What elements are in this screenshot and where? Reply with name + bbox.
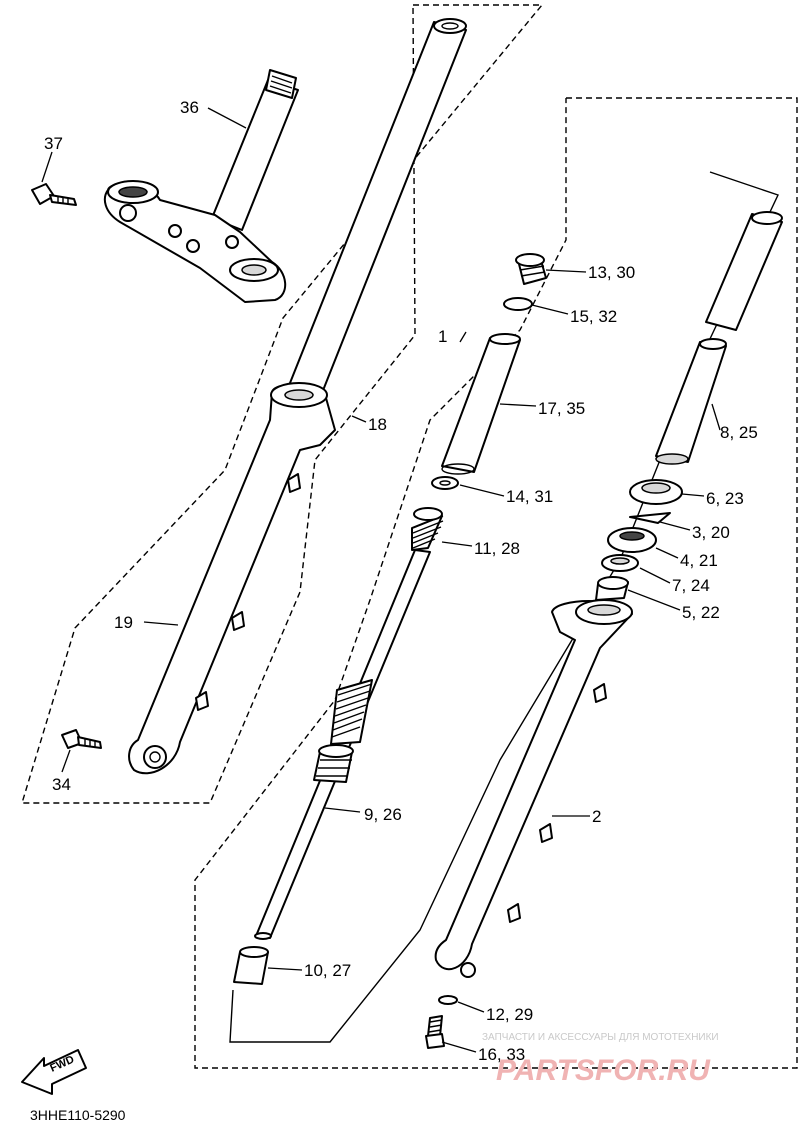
callout-37: 37 <box>44 134 63 153</box>
bolt-37-part <box>31 183 77 206</box>
callout-10-27: 10, 27 <box>304 961 351 980</box>
callout-6-23: 6, 23 <box>706 489 744 508</box>
leader-lines <box>41 107 721 1053</box>
rebound-spring-part <box>411 507 444 551</box>
damper-rod-part <box>254 549 431 940</box>
cap-bolt-part <box>515 253 547 285</box>
callout-7-24: 7, 24 <box>672 576 710 595</box>
bolt-34-part <box>61 729 102 749</box>
callout-18: 18 <box>368 415 387 434</box>
washer-part <box>431 476 459 490</box>
callout-19: 19 <box>114 613 133 632</box>
callout-8-25: 8, 25 <box>720 423 758 442</box>
retaining-clip-part <box>629 512 671 524</box>
callout-13-30: 13, 30 <box>588 263 635 282</box>
oil-seal-part <box>607 527 657 553</box>
outer-tube-19-part <box>128 382 336 775</box>
dust-seal-part <box>629 479 683 505</box>
seal-washer-part <box>601 554 639 572</box>
callout-34: 34 <box>52 775 71 794</box>
callout-36: 36 <box>180 98 199 117</box>
under-bracket-part <box>103 69 299 303</box>
gasket-part <box>438 995 458 1005</box>
callout-14-31: 14, 31 <box>506 487 553 506</box>
outer-tube-2-part <box>434 599 633 978</box>
callout-11-28: 11, 28 <box>474 539 520 558</box>
oil-lock-piece-part <box>233 946 269 985</box>
o-ring-part <box>503 297 533 311</box>
left-assembly-outline <box>21 4 544 804</box>
inner-tube-8-part <box>655 211 783 465</box>
slide-metal-part <box>595 576 629 601</box>
callout-5-22: 5, 22 <box>682 603 720 622</box>
spacer-part <box>441 333 521 475</box>
watermark-logo: PARTSFOR.RU <box>496 1054 711 1087</box>
bolt-16-part <box>425 1015 445 1049</box>
right-assembly-outline <box>194 97 798 1069</box>
forward-arrow-icon: FWD <box>21 1049 87 1095</box>
callout-3-20: 3, 20 <box>692 523 730 542</box>
callout-16-33: 16, 33 <box>478 1045 525 1064</box>
callout-15-32: 15, 32 <box>570 307 617 326</box>
diagram-code: 3HHE110-5290 <box>30 1107 126 1123</box>
callout-4-21: 4, 21 <box>680 551 718 570</box>
watermark-tagline: ЗАПЧАСТИ И АКСЕССУАРЫ ДЛЯ МОТОТЕХНИКИ <box>482 1032 719 1043</box>
callout-12-29: 12, 29 <box>486 1005 533 1024</box>
callout-2: 2 <box>592 807 601 826</box>
callout-9-26: 9, 26 <box>364 805 402 824</box>
callout-17-35: 17, 35 <box>538 399 585 418</box>
callout-1: 1 <box>438 327 447 346</box>
